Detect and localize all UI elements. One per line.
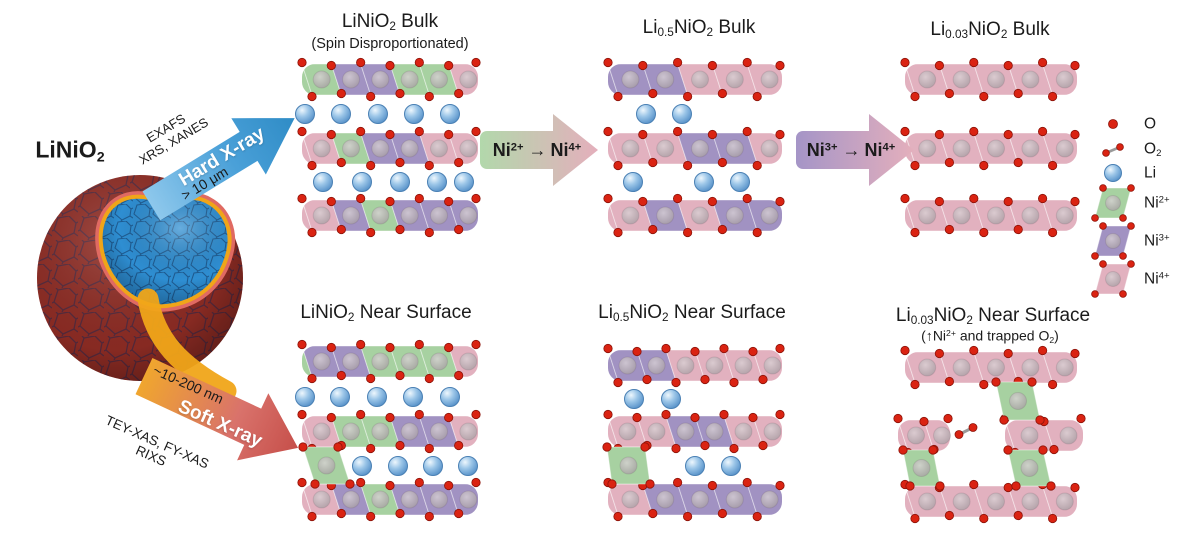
panel-title-linio2-near-surface: LiNiO2 Near Surface bbox=[300, 301, 472, 325]
panel-subtitle-linio2-bulk: (Spin Disproportionated) bbox=[311, 35, 469, 52]
slab bbox=[302, 64, 478, 95]
structure-linio2-near-surface bbox=[295, 339, 481, 522]
transition-label-ni3-ni4: Ni3+ → Ni4+ bbox=[806, 139, 896, 160]
structures-layer bbox=[295, 57, 1135, 524]
slab bbox=[905, 64, 1077, 95]
legend-label-ni2: Ni2+ bbox=[1144, 194, 1170, 212]
transition-label-ni2-ni4: Ni2+ → Ni4+ bbox=[492, 139, 582, 160]
hard-xray-arrow bbox=[142, 118, 295, 221]
slab bbox=[302, 416, 478, 447]
slab bbox=[898, 420, 950, 451]
soft-xray-tail-swoosh bbox=[137, 288, 237, 402]
legend-label-ni3: Ni3+ bbox=[1144, 232, 1170, 250]
slab bbox=[1005, 420, 1083, 451]
panel-title-li05-bulk: Li0.5NiO2 Bulk bbox=[642, 16, 756, 40]
slab bbox=[302, 346, 478, 377]
panel-title-li05-near-surface: Li0.5NiO2 Near Surface bbox=[598, 301, 786, 325]
panel-title-linio2-bulk: LiNiO2 Bulk bbox=[341, 10, 439, 34]
slab bbox=[302, 484, 478, 515]
structure-li003-bulk bbox=[900, 57, 1080, 238]
panel-title-li003-bulk: Li0.03NiO2 Bulk bbox=[930, 18, 1050, 42]
legend-label-li: Li bbox=[1144, 164, 1157, 182]
slab bbox=[608, 350, 782, 381]
material-label: LiNiO2 bbox=[35, 136, 105, 166]
legend-glyphs bbox=[1091, 119, 1135, 298]
panel-title-li003-near-surface: Li0.03NiO2 Near Surface bbox=[895, 304, 1091, 328]
trapped-o2-molecule bbox=[954, 423, 978, 439]
legend-label-o2: O2 bbox=[1144, 140, 1162, 159]
slab bbox=[302, 200, 478, 231]
particle-linio2 bbox=[37, 175, 243, 381]
legend-label-o: O bbox=[1144, 115, 1157, 133]
panel-subtitle-li003-near-surface: (↑Ni2+ and trapped O2) bbox=[921, 327, 1059, 345]
structure-li05-near-surface bbox=[602, 343, 785, 522]
legend-label-ni4: Ni4+ bbox=[1144, 270, 1170, 288]
slab bbox=[608, 416, 782, 447]
soft-xray-arrow bbox=[135, 357, 299, 461]
transition-arrow-1 bbox=[480, 114, 598, 186]
transition-arrow-2 bbox=[796, 114, 914, 186]
structure-li05-bulk bbox=[603, 57, 785, 238]
structure-linio2-bulk bbox=[295, 57, 481, 238]
structure-li003-near-surface bbox=[893, 345, 1086, 524]
